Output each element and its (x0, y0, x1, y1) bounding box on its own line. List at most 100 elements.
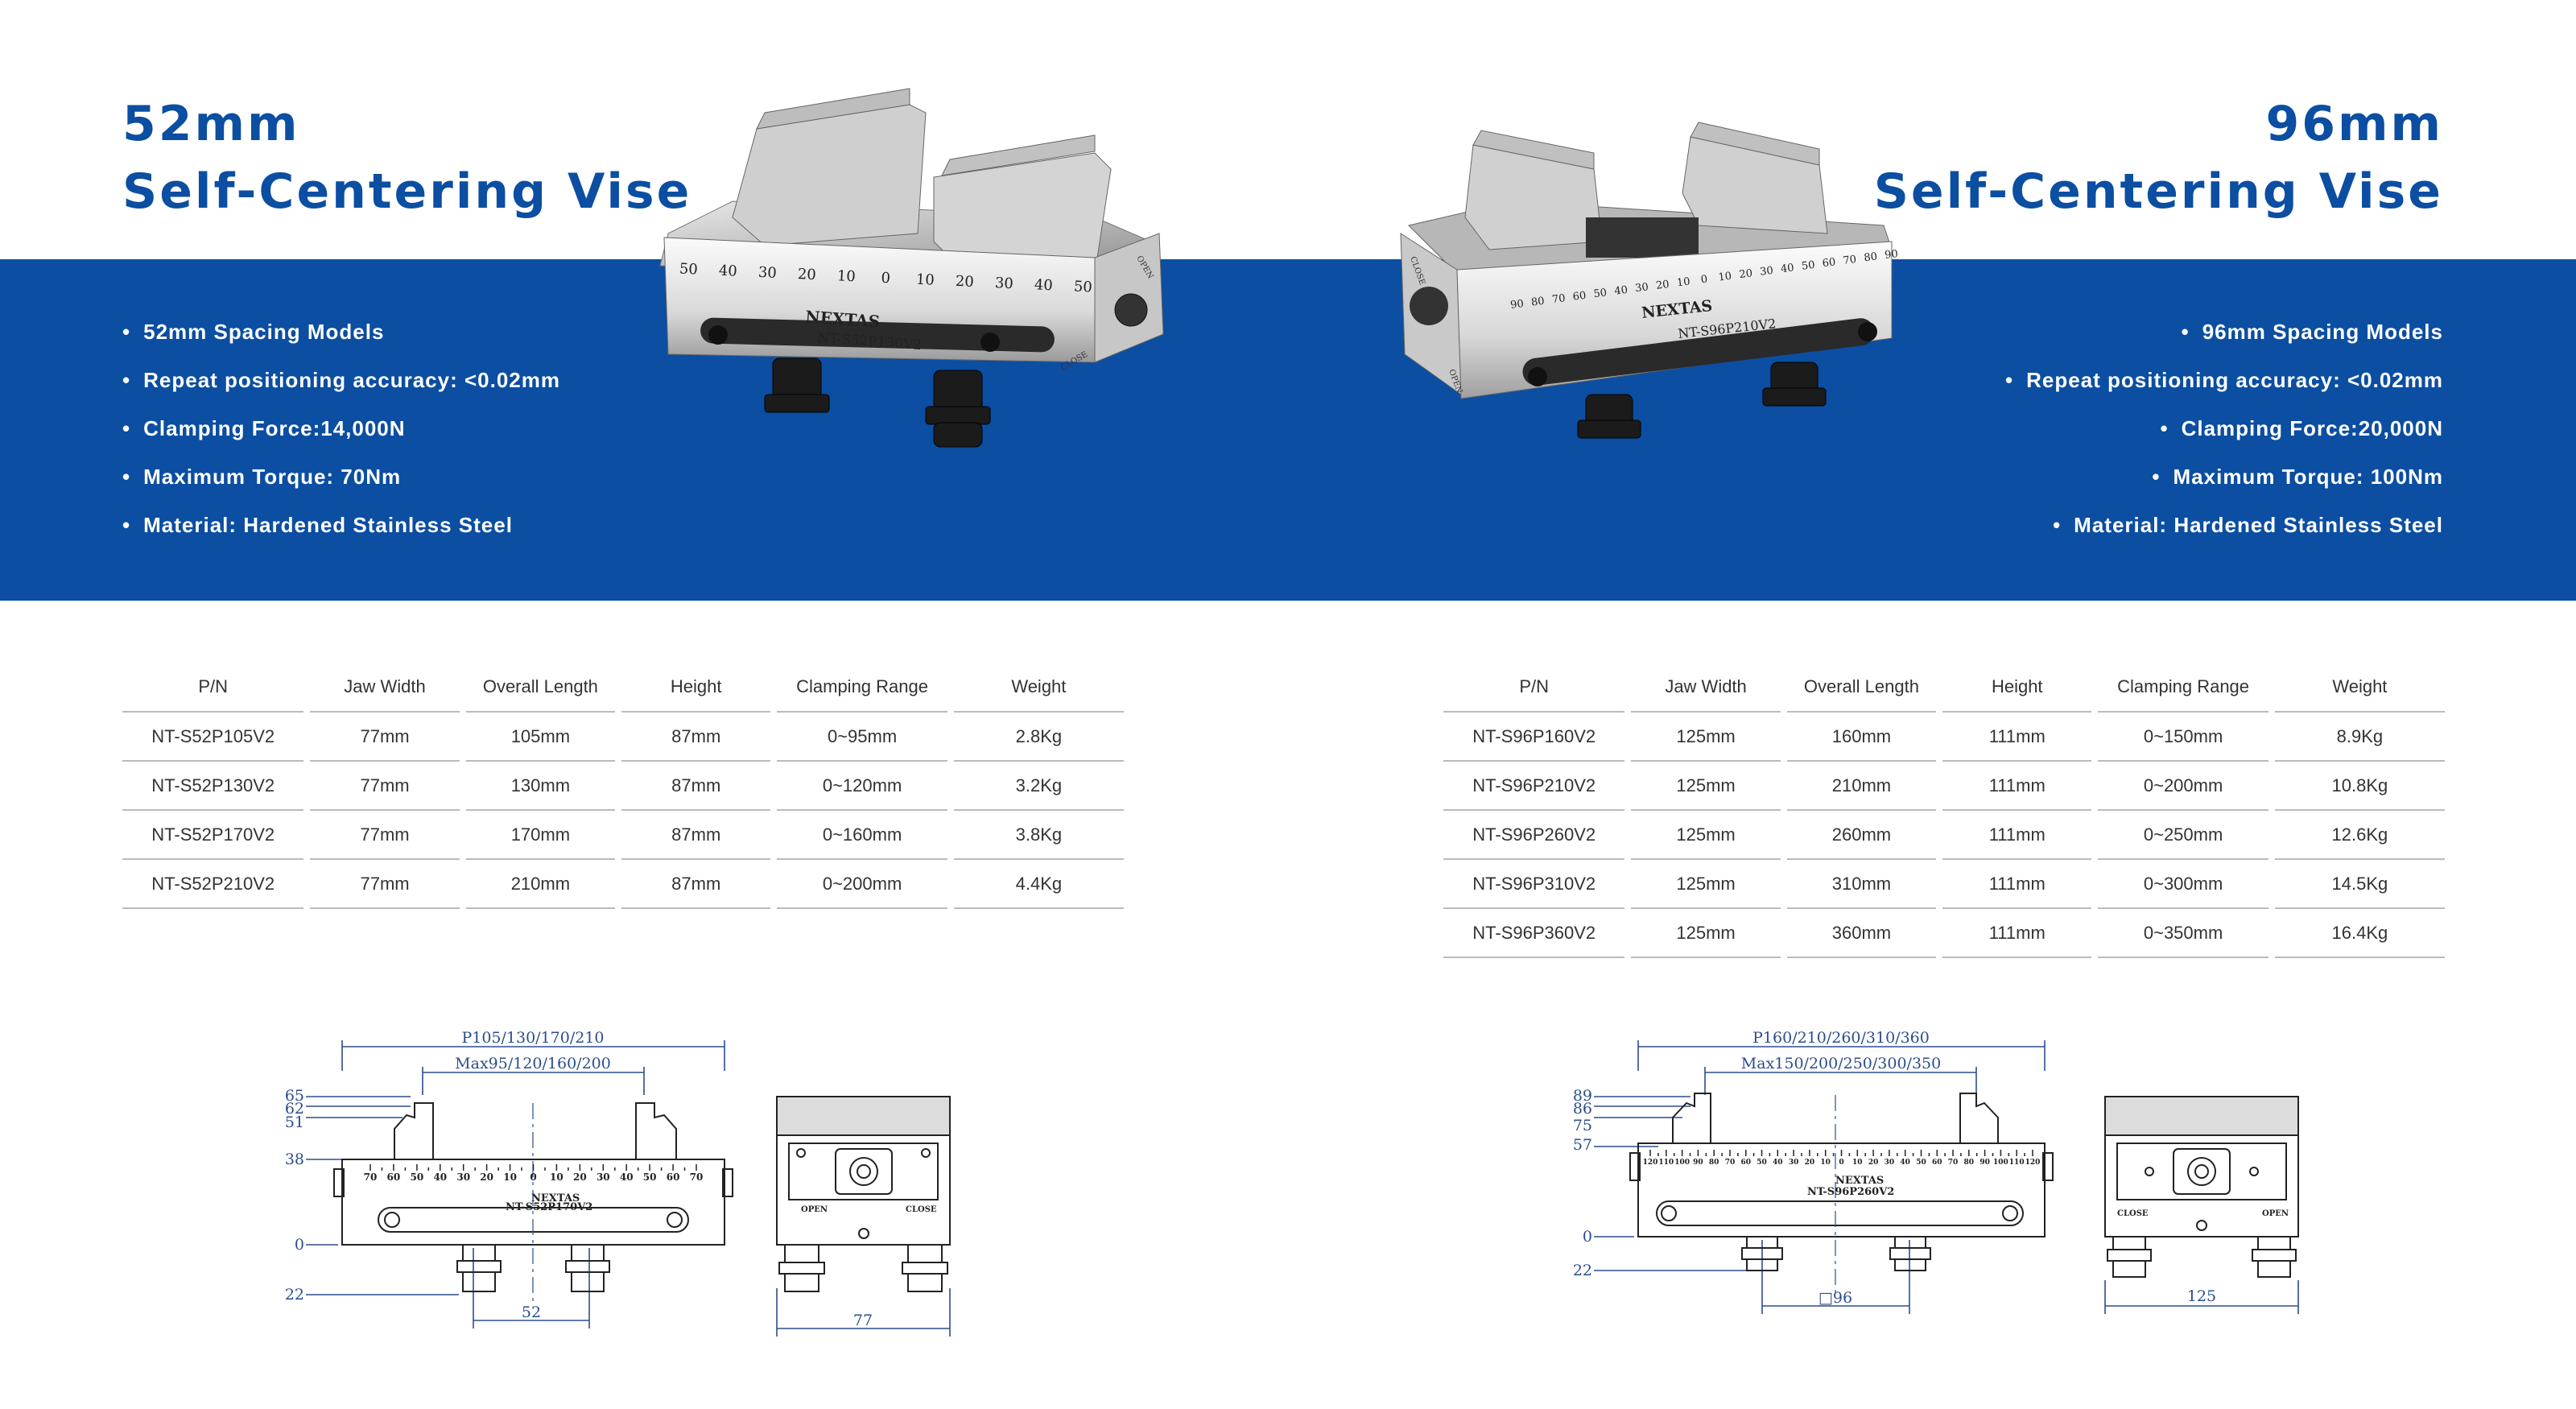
scale-label: 0 (1700, 274, 1708, 287)
scale-label: 20 (573, 1171, 587, 1183)
jaw-width-dimension: 77 (853, 1312, 873, 1329)
column-header: P/N (122, 663, 304, 713)
column-header: Height (621, 663, 771, 713)
spec-item: •96mm Spacing Models (2005, 311, 2443, 359)
scale-label: 60 (1741, 1159, 1752, 1167)
open-label: OPEN (2262, 1209, 2289, 1218)
scale-label: 30 (597, 1171, 610, 1183)
spec-item: •Clamping Force:20,000N (2005, 407, 2443, 456)
table-cell: 12.6Kg (2274, 811, 2445, 860)
bullet-icon: • (122, 368, 131, 392)
scale-label: 50 (679, 260, 698, 278)
table-cell: NT-S96P310V2 (1443, 860, 1625, 909)
table-cell: 0~350mm (2098, 909, 2268, 958)
scale-label: 10 (1676, 275, 1690, 289)
max-clamp-dimension: Max150/200/250/300/350 (1741, 1055, 1941, 1072)
table-cell: 0~200mm (2098, 762, 2268, 811)
overall-length-dimension: P105/130/170/210 (461, 1029, 604, 1047)
scale-label: 10 (1820, 1159, 1831, 1167)
left-title-name: Self-Centering Vise (122, 163, 692, 220)
table-cell: 210mm (465, 860, 616, 909)
scale-label: 30 (1634, 281, 1649, 295)
height-dimension: 0 (295, 1236, 304, 1254)
scale-label: 70 (1725, 1159, 1736, 1167)
spec-item: •Repeat positioning accuracy: <0.02mm (122, 359, 560, 407)
bullet-icon: • (122, 513, 131, 537)
scale-label: 50 (1073, 278, 1092, 295)
bullet-icon: • (2160, 416, 2169, 440)
table-cell: 4.4Kg (953, 860, 1124, 909)
scale-label: 100 (1993, 1159, 2008, 1167)
scale-label: 30 (1789, 1159, 1799, 1167)
right-title-size: 96mm (2265, 96, 2443, 152)
table-cell: 125mm (1631, 811, 1781, 860)
scale-label: 30 (994, 275, 1013, 292)
scale-label: 70 (1843, 254, 1857, 267)
scale-label: 110 (1658, 1159, 1674, 1167)
scale-label: 20 (1655, 279, 1670, 292)
table-cell: 125mm (1631, 762, 1781, 811)
table-cell: 77mm (310, 811, 460, 860)
right-title: 96mm Self-Centering Vise (1874, 90, 2443, 225)
bullet-icon: • (2053, 513, 2062, 537)
scale-label: 90 (1884, 248, 1898, 262)
scale-label: 20 (955, 273, 974, 291)
table-cell: 3.2Kg (953, 762, 1124, 811)
scale-label: 10 (836, 267, 856, 285)
height-dimension: 57 (1573, 1136, 1592, 1154)
max-clamp-dimension: Max95/120/160/200 (455, 1055, 611, 1072)
drawing-model-label: NT-S52P170V2 (506, 1201, 592, 1213)
table-cell: NT-S96P260V2 (1443, 811, 1625, 860)
drawing-brand-label: NEXTAS (531, 1192, 580, 1204)
column-header: Weight (2274, 663, 2445, 713)
left-spec-table: P/N Jaw Width Overall Length Height Clam… (116, 663, 1130, 909)
open-label: OPEN (801, 1205, 828, 1214)
column-header: Clamping Range (2098, 663, 2268, 713)
scale-label: 80 (1964, 1159, 1975, 1167)
scale-label: 20 (797, 266, 816, 283)
scale-label: 80 (1709, 1159, 1719, 1167)
jaw-width-dimension: 125 (2187, 1287, 2216, 1305)
table-cell: 77mm (310, 860, 460, 909)
table-cell: 111mm (1942, 909, 2092, 958)
right-title-name: Self-Centering Vise (1873, 163, 2443, 220)
table-cell: NT-S96P360V2 (1443, 909, 1625, 958)
column-header: P/N (1443, 663, 1625, 713)
scale-label: 40 (1780, 262, 1794, 275)
bullet-icon: • (2005, 368, 2014, 392)
table-cell: 125mm (1631, 909, 1781, 958)
table-cell: 0~250mm (2098, 811, 2268, 860)
column-header: Overall Length (1786, 663, 1937, 713)
column-header: Height (1942, 663, 2092, 713)
scale-label: 30 (1759, 265, 1773, 279)
scale-label: 0 (530, 1171, 536, 1183)
table-cell: 8.9Kg (2274, 713, 2445, 762)
scale-label: 110 (2009, 1159, 2025, 1167)
drawing-brand-label: NEXTAS (1835, 1175, 1884, 1187)
height-dimension: 65 (285, 1087, 304, 1105)
scale-label: 0 (1839, 1159, 1843, 1167)
table-cell: NT-S96P160V2 (1443, 713, 1625, 762)
scale-label: 50 (1801, 259, 1815, 273)
scale-label: 40 (1614, 284, 1629, 298)
table-cell: 260mm (1786, 811, 1937, 860)
table-cell: 16.4Kg (2274, 909, 2445, 958)
scale-label: 50 (1757, 1159, 1767, 1167)
table-cell: 125mm (1631, 713, 1781, 762)
table-cell: 210mm (1786, 762, 1937, 811)
table-cell: NT-S52P130V2 (122, 762, 304, 811)
scale-label: 70 (1948, 1159, 1959, 1167)
column-header: Overall Length (465, 663, 616, 713)
